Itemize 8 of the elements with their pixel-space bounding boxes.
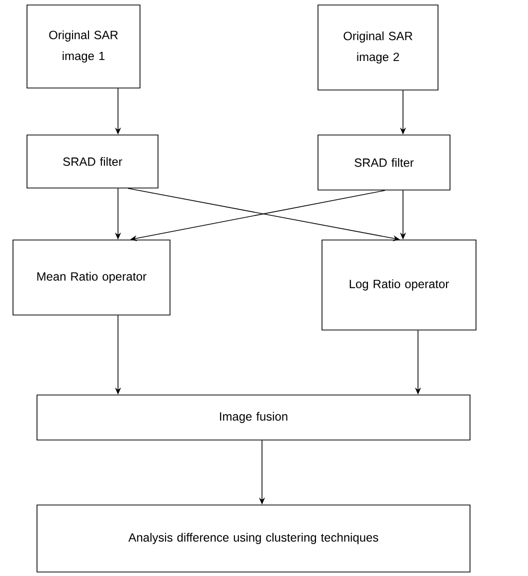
process-box: SRAD filter: [26, 134, 158, 188]
process-box: Log Ratio operator: [322, 240, 476, 330]
process-box: Analysis difference using clustering techniques: [36, 504, 470, 572]
process-box: SRAD filter: [318, 134, 450, 190]
process-box: Original SAR image 1: [26, 4, 140, 88]
process-box: Mean Ratio operator: [12, 240, 170, 316]
process-box: Original SAR image 2: [318, 4, 438, 90]
process-box: Image fusion: [36, 394, 470, 440]
